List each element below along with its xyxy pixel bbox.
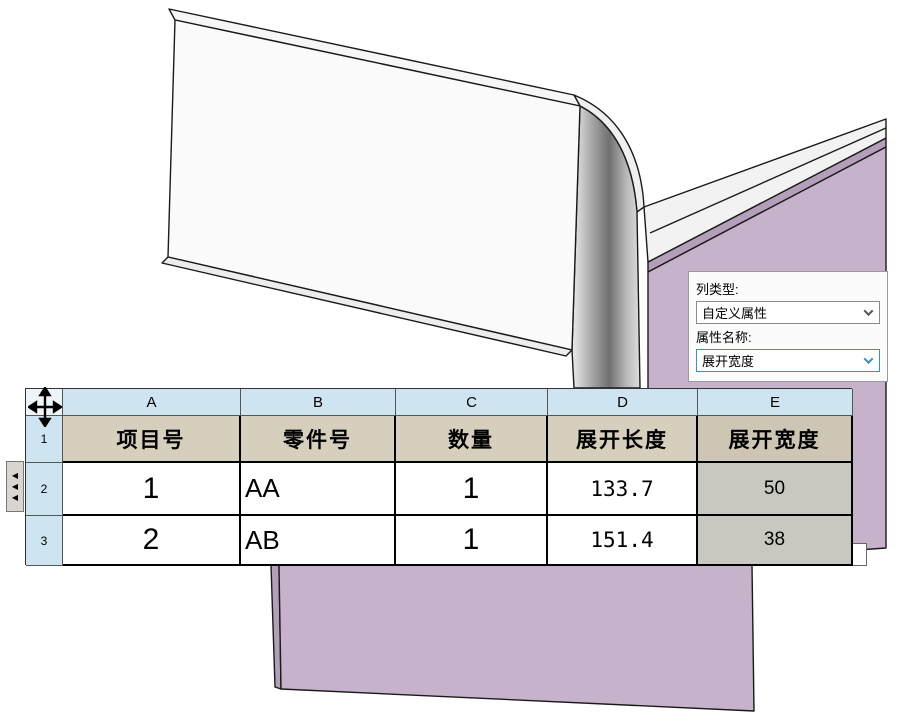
move-cross-icon — [28, 387, 62, 427]
column-header-d[interactable]: D — [548, 389, 698, 416]
cell-flat-width[interactable]: 50 — [698, 463, 853, 516]
cell-flat-width[interactable]: 38 — [698, 516, 853, 566]
column-header-c[interactable]: C — [396, 389, 548, 416]
left-triangle-icon: ◀ — [11, 481, 19, 491]
header-cell-flat-width[interactable]: 展开宽度 — [698, 416, 853, 463]
header-cell-qty[interactable]: 数量 — [396, 416, 548, 463]
row-header-2[interactable]: 2 — [26, 463, 63, 516]
property-name-select[interactable]: 展开宽度 — [696, 349, 880, 372]
chevron-down-icon — [863, 306, 874, 317]
column-type-select[interactable]: 自定义属性 — [696, 301, 880, 324]
table-move-handle[interactable] — [26, 387, 63, 427]
cell-qty[interactable]: 1 — [396, 516, 548, 566]
column-type-label: 列类型: — [696, 282, 739, 297]
bom-table: A B C D E 1 项目号 零件号 数量 展开长度 展开宽度 2 1 AA … — [25, 387, 853, 566]
cell-flat-length[interactable]: 133.7 — [548, 463, 698, 516]
property-name-value: 展开宽度 — [702, 354, 755, 369]
cell-part-no[interactable]: AB — [241, 516, 396, 566]
bottom-edge-strip[interactable] — [161, 256, 573, 357]
cell-item-no[interactable]: 2 — [63, 516, 241, 566]
flange-thickness-line — [649, 127, 887, 234]
cell-qty[interactable]: 1 — [396, 463, 548, 516]
header-cell-part-no[interactable]: 零件号 — [241, 416, 396, 463]
cell-flat-length[interactable]: 151.4 — [548, 516, 698, 566]
column-properties-panel: 列类型: 自定义属性 属性名称: 展开宽度 — [688, 271, 888, 382]
row-header-3[interactable]: 3 — [26, 516, 63, 566]
left-face[interactable] — [167, 19, 581, 351]
column-header-e[interactable]: E — [698, 389, 853, 416]
column-header-a[interactable]: A — [63, 389, 241, 416]
bottom-panel-face[interactable] — [278, 564, 755, 712]
column-header-b[interactable]: B — [241, 389, 396, 416]
left-triangle-icon: ◀ — [11, 470, 19, 480]
chevron-down-icon — [863, 354, 874, 365]
column-type-value: 自定义属性 — [702, 306, 768, 321]
property-name-label: 属性名称: — [696, 330, 752, 345]
left-triangle-icon: ◀ — [11, 492, 19, 502]
header-cell-flat-length[interactable]: 展开长度 — [548, 416, 698, 463]
table-side-drag-handle[interactable]: ◀ ◀ ◀ — [6, 461, 24, 512]
header-cell-item-no[interactable]: 项目号 — [63, 416, 241, 463]
cell-item-no[interactable]: 1 — [63, 463, 241, 516]
cell-part-no[interactable]: AA — [241, 463, 396, 516]
